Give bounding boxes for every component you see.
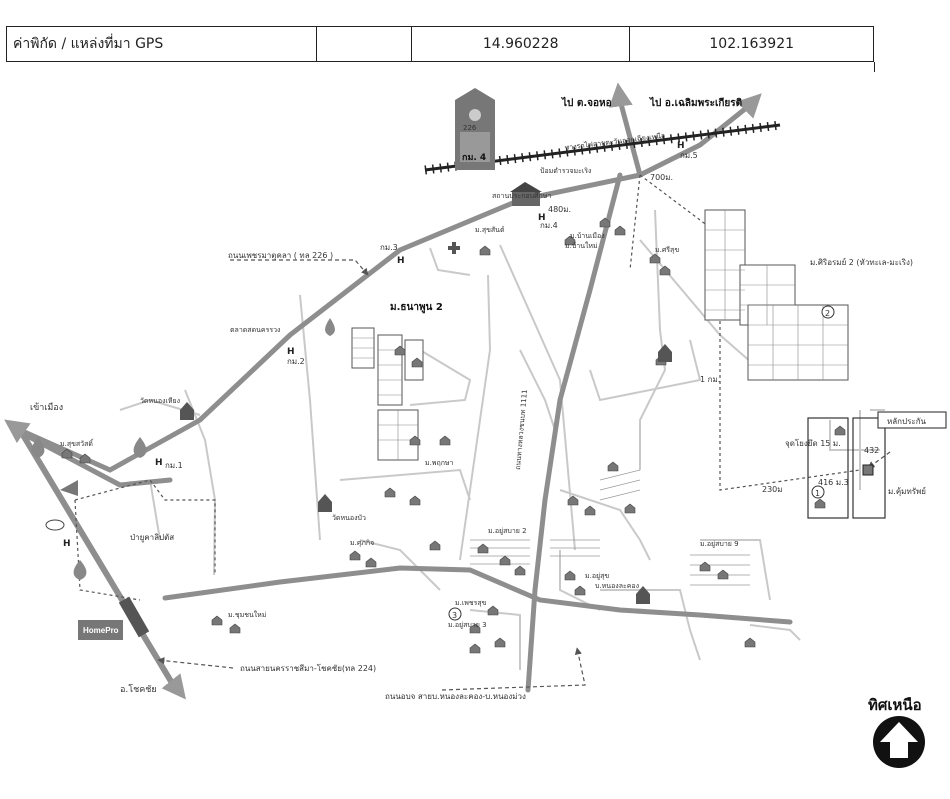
label-km4-post: กม. 4 (462, 153, 486, 163)
label-temple1: วัดหนองเหียง (140, 397, 180, 405)
svg-text:H: H (677, 141, 685, 151)
label-station-post: ป้อมตำรวจมะเริง (540, 167, 591, 175)
label-km4: กม.4 (540, 221, 558, 230)
km-post-icons: H H H H H H (63, 141, 685, 549)
label-km1: กม.1 (165, 461, 183, 470)
label-to-city: เข้าเมือง (30, 402, 63, 413)
gps-label: ค่าพิกัด / แหล่งที่มา GPS (6, 26, 317, 62)
arrow-to-city (4, 419, 31, 444)
label-parcel-416: 416 ม.3 (818, 478, 849, 487)
label-to-chokchai: อ.โชคชัย (120, 684, 157, 695)
gps-longitude: 102.163921 (629, 26, 874, 62)
svg-text:H: H (397, 256, 405, 266)
property-site (807, 411, 947, 519)
label-village-2: ม.บ้านใหม่ (565, 241, 598, 250)
label-parcel-432: 432 (864, 446, 879, 455)
label-road-226: ถนนเพชรมาตุคลา ( ทล 226 ) (228, 251, 333, 260)
arrow-to-choho (608, 82, 633, 108)
main-roads (17, 97, 793, 693)
label-village-7: ม.อยู่สบาย 2 (488, 527, 527, 535)
km4-post-sign (455, 88, 495, 170)
arrow-to-chokchai (161, 673, 186, 700)
label-temple2: วัดหนองบัว (332, 514, 366, 522)
label-village-8: ม.อยู่สบาย 3 (448, 621, 487, 629)
circle-mark-1: 1 (815, 489, 820, 498)
label-village-10: ม.เพชรสุข (455, 599, 487, 607)
circle-markers (448, 305, 835, 621)
table-rule (874, 62, 875, 72)
estate-grid (352, 210, 848, 460)
svg-text:H: H (155, 458, 163, 468)
label-1km: 1 กม. (700, 375, 720, 384)
svg-text:H: H (63, 539, 71, 549)
hospital-icon (448, 242, 460, 254)
dashed-paths (74, 174, 861, 601)
label-thanaphun: ม.ธนาพูน 2 (390, 302, 443, 314)
label-km5: กม.5 (680, 151, 698, 160)
homepro-text: HomePro (83, 626, 119, 635)
svg-text:H: H (538, 213, 546, 223)
label-km4-post-top: 226 (463, 124, 477, 132)
homepro-logo (78, 620, 123, 640)
label-road-224: ถนนสายนครราชสีมา-โชคชัย(ทล 224) (240, 663, 376, 673)
circle-mark-3: 3 (452, 611, 457, 620)
label-480m: 480ม. (548, 205, 571, 214)
house-icons (61, 217, 846, 654)
gps-empty-cell (315, 26, 412, 62)
label-village-4: ม.พฤกษา (425, 459, 454, 467)
school-icon (510, 182, 542, 206)
label-km2: กม.2 (287, 357, 305, 366)
label-village-6: ม.ชุมชนใหม่ (228, 610, 266, 619)
label-market: ตลาดสดนครรวง (230, 326, 280, 334)
label-village-9: ม.อยู่สบาย 9 (700, 540, 739, 548)
lotus-sign (118, 596, 150, 638)
label-siri: ม.ศิริอรมย์ 2 (หัวทะเล-มะเริง) (810, 257, 913, 267)
gas-station-icons (31, 318, 335, 580)
shell-logo (45, 519, 65, 531)
label-to-chaloem: ไป อ.เฉลิมพระเกียรติ (649, 96, 742, 109)
label-school: สถานประกอบศึกษา (492, 191, 551, 200)
label-village-3: ม.ศรีสุข (655, 246, 679, 254)
label-village-11: ม.สุขสวัสดิ์ (60, 438, 94, 448)
label-village-5: ม.ศุภกิจ (350, 539, 374, 547)
label-ban-mueang: ม.บ้านเมือง (570, 232, 605, 240)
label-nong-lakhong: บ.หนองละคอง (595, 582, 639, 590)
location-map: H H H H H H (4, 82, 947, 768)
arrow-to-chaloem (736, 93, 762, 119)
label-forest: ป่ายูคาลิปตัส (130, 533, 174, 543)
label-landmark: หลักประกัน (887, 417, 927, 426)
label-railway: ทางรถไฟสายตะวันออกเฉียงเหนือ (564, 131, 665, 152)
label-village-1: ม.สุขสันต์ (475, 226, 505, 234)
label-junction: จุดโยงยึด 15 ม. (785, 438, 841, 448)
label-road-1111: ถนนทางหลวงชนบท 1111 (514, 389, 529, 470)
gps-row: ค่าพิกัด / แหล่งที่มา GPS 14.960228 102.… (6, 26, 874, 62)
label-village-khum: ม.คุ้มทรัพย์ (888, 486, 926, 496)
label-700m: 700ม. (650, 173, 673, 182)
label-230m: 230ม (762, 485, 783, 494)
label-km3: กม.3 (380, 243, 398, 252)
label-to-choho: ไป ต.จอหอ (561, 96, 612, 109)
honda-logo (60, 480, 78, 496)
gps-table: ค่าพิกัด / แหล่งที่มา GPS 14.960228 102.… (6, 26, 874, 62)
north-arrow-icon (873, 716, 925, 768)
circle-mark-2: 2 (825, 309, 830, 318)
temple-icons (180, 344, 672, 604)
north-label: ทิศเหนือ (868, 696, 922, 714)
small-grids (470, 469, 750, 586)
gps-latitude: 14.960228 (410, 26, 631, 62)
svg-text:H: H (287, 347, 295, 357)
label-road-bottom: ถนนอบจ สายบ.หนองละคอง-บ.หนองม่วง (385, 692, 526, 701)
label-village-12: ม.อยู่สุข (585, 572, 609, 580)
